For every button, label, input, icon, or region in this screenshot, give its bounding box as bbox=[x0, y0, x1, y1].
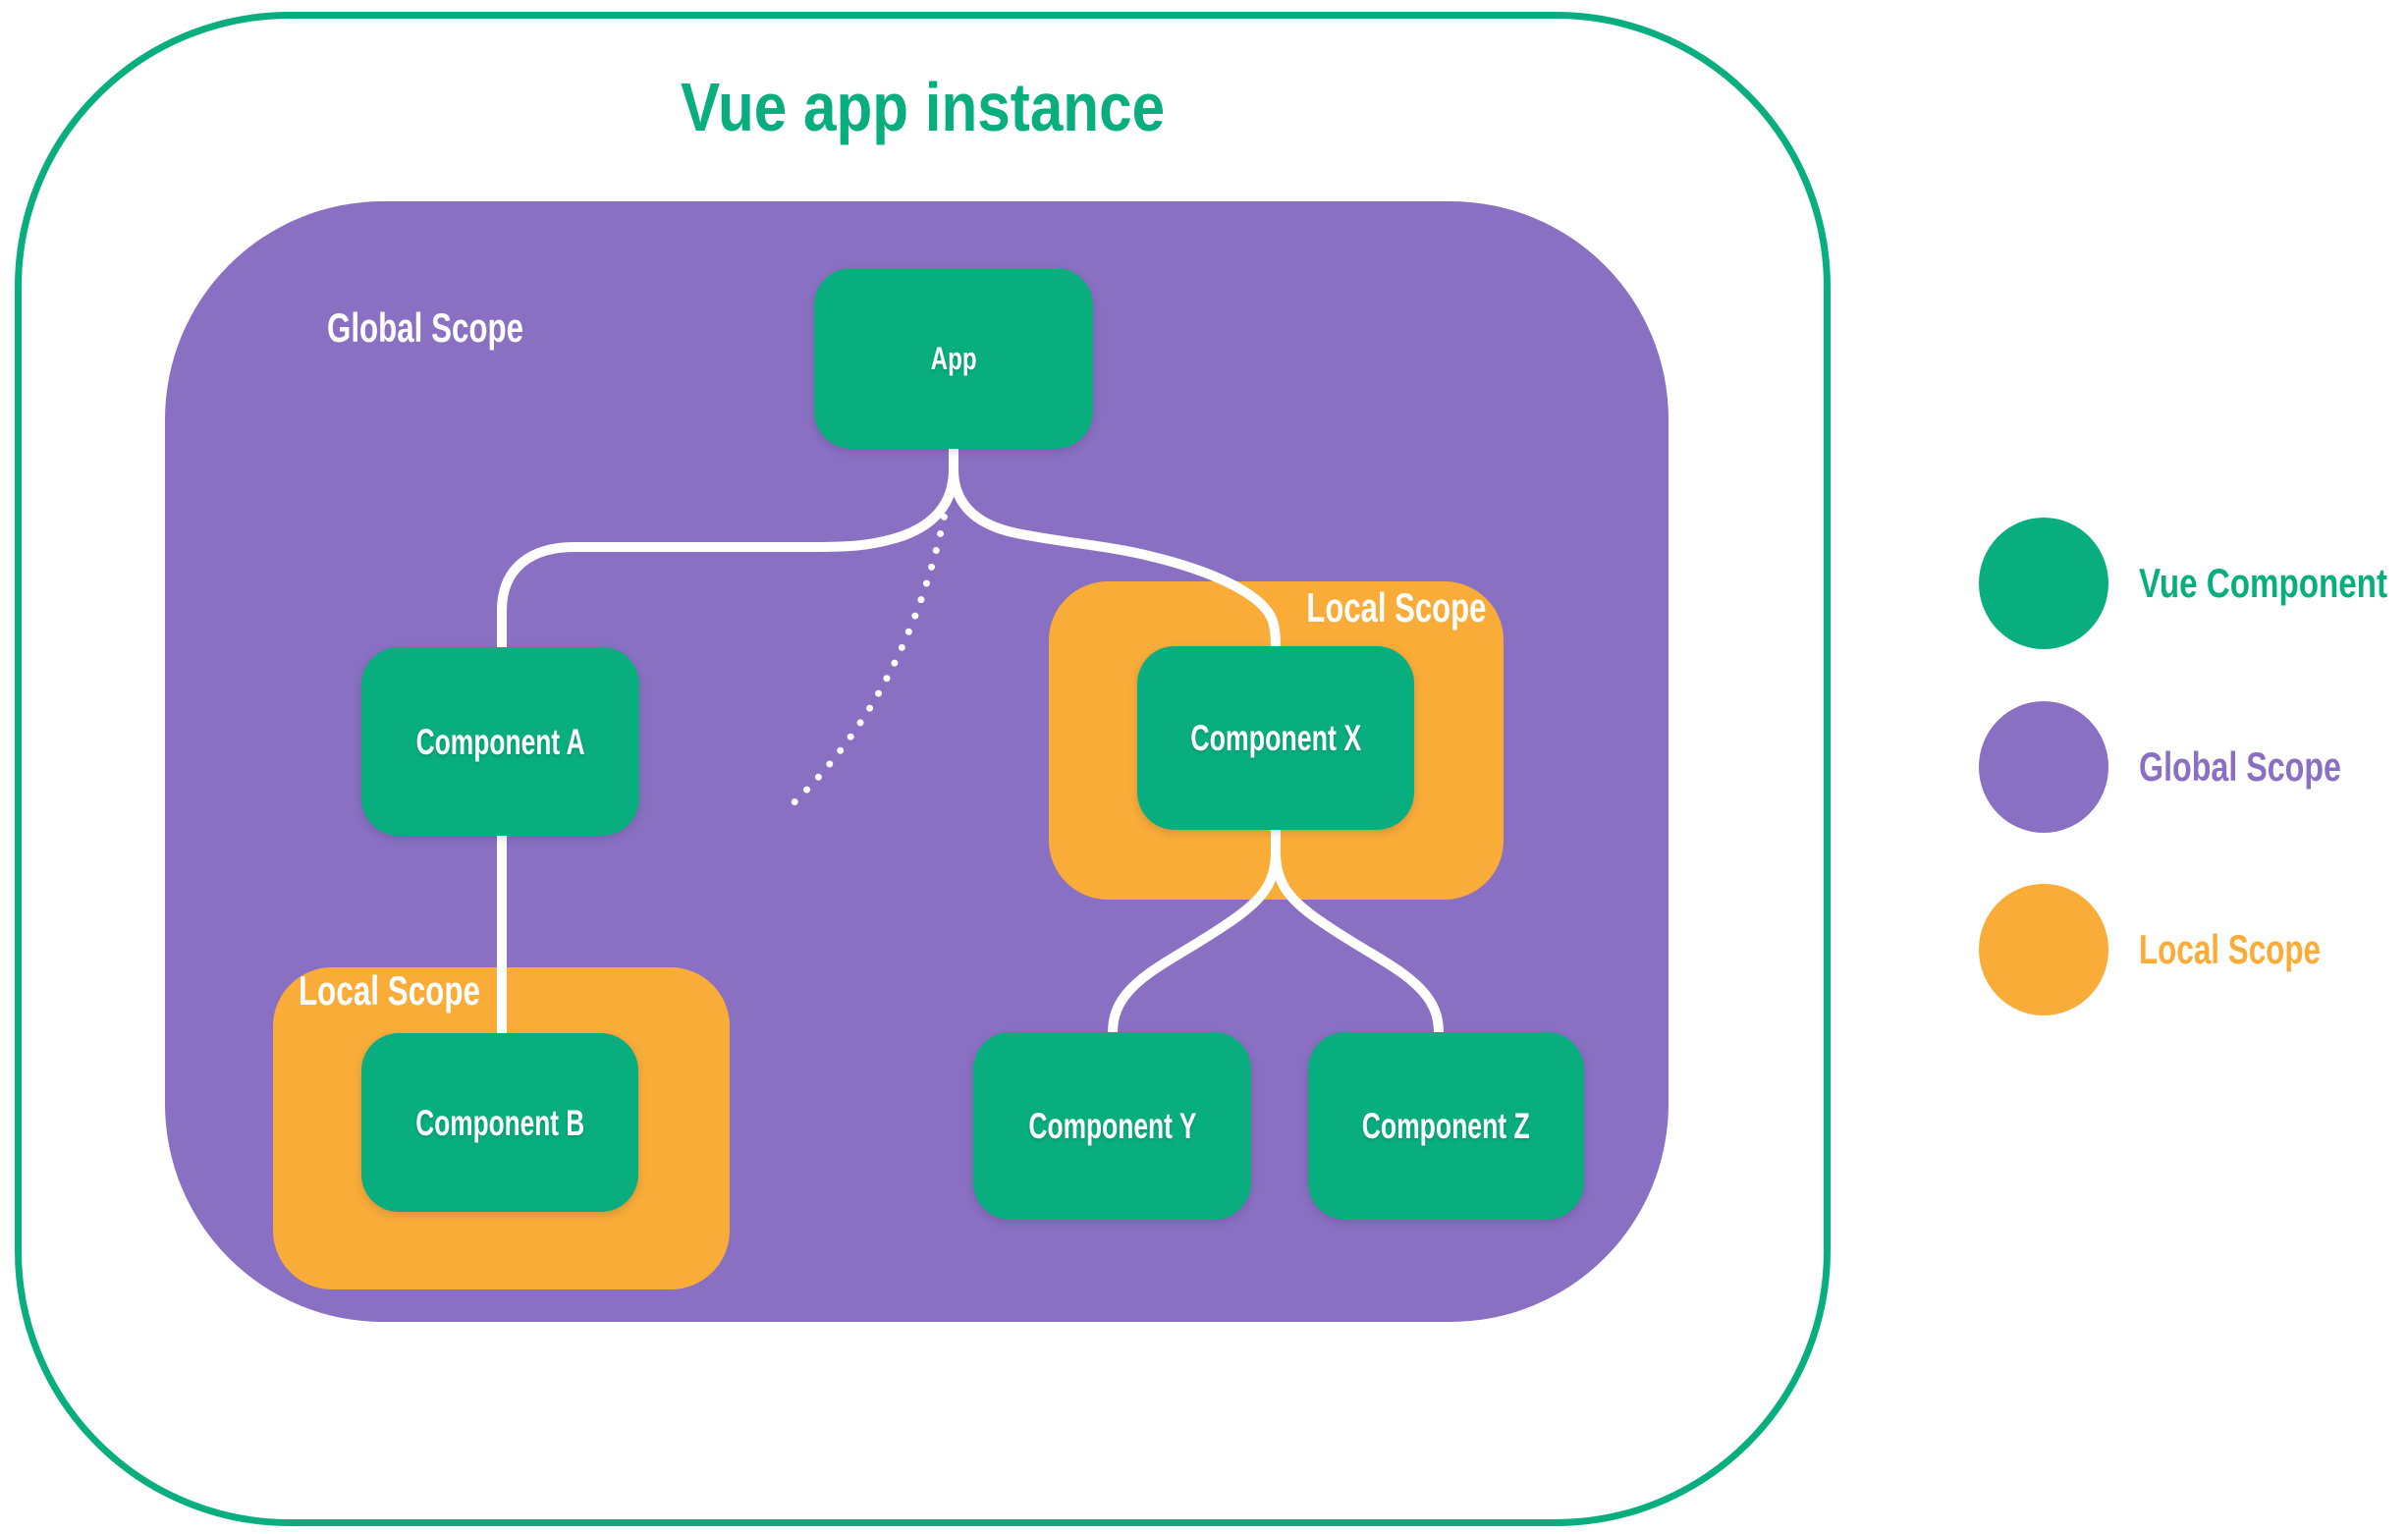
node-component-b: Component B bbox=[361, 1033, 638, 1212]
node-app: App bbox=[814, 268, 1093, 449]
connector-x-to-z bbox=[1271, 825, 1444, 1035]
vue-component-legend-label: Vue Component bbox=[2139, 560, 2387, 606]
node-component-x: Component X bbox=[1137, 646, 1414, 830]
connector-app-to-x bbox=[949, 442, 1281, 657]
node-component-a: Component A bbox=[361, 647, 639, 836]
local-scope-right-label: Local Scope bbox=[1305, 584, 1486, 630]
connector-app-to-a bbox=[497, 442, 958, 649]
legend-item-vue-component: Vue Component bbox=[1979, 518, 2408, 649]
global-scope-label: Global Scope bbox=[327, 304, 524, 351]
legend-item-local-scope: Local Scope bbox=[1979, 884, 2381, 1015]
connector-x-to-y bbox=[1108, 825, 1281, 1035]
local-scope-left-label: Local Scope bbox=[299, 967, 481, 1014]
legend-item-global-scope: Global Scope bbox=[1979, 701, 2402, 833]
diagram-title: Vue app instance bbox=[680, 69, 1166, 145]
connector-app-dotted bbox=[779, 479, 955, 817]
vue-component-swatch bbox=[1979, 518, 2108, 649]
node-component-y: Component Y bbox=[973, 1032, 1251, 1220]
global-scope-legend-label: Global Scope bbox=[2139, 743, 2341, 790]
node-component-z: Component Z bbox=[1308, 1032, 1584, 1220]
global-scope-swatch bbox=[1979, 701, 2108, 833]
local-scope-legend-label: Local Scope bbox=[2139, 926, 2322, 972]
local-scope-swatch bbox=[1979, 884, 2108, 1015]
